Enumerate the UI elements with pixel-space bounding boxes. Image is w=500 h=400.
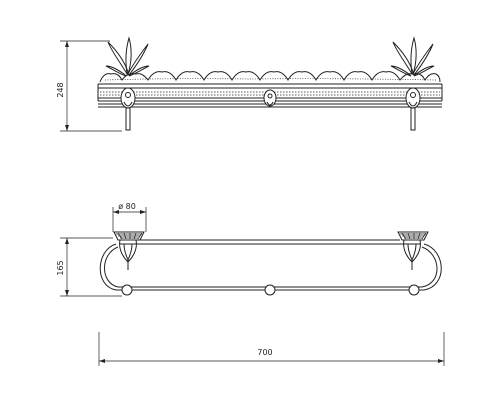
left-mounting-rosette (113, 231, 145, 270)
left-finial-ball (121, 284, 133, 296)
height-dimension-165: 165 (56, 237, 122, 297)
front-elevation-view: 248 (56, 36, 443, 132)
height-label-165: 165 (56, 260, 65, 275)
width-label: 700 (257, 348, 272, 357)
right-mounting-rosette (397, 231, 429, 270)
left-wall-bracket (120, 87, 136, 131)
center-finial-ball (264, 284, 276, 296)
plan-view: ø 80 165 (56, 202, 442, 297)
center-support (263, 89, 277, 107)
right-finial-ball (408, 284, 420, 296)
diameter-label: ø 80 (118, 202, 136, 211)
curved-rail-outline (99, 239, 442, 291)
scalloped-gallery-rail (97, 71, 443, 102)
rail-finial-balls (121, 284, 420, 296)
left-leaf-finial (105, 36, 150, 77)
diameter-dimension-80: ø 80 (112, 202, 147, 232)
right-leaf-finial (390, 36, 435, 77)
right-wall-bracket (405, 87, 421, 131)
width-dimension-700: 700 (98, 332, 445, 366)
height-dimension-248: 248 (56, 40, 122, 132)
height-label-248: 248 (56, 82, 65, 97)
